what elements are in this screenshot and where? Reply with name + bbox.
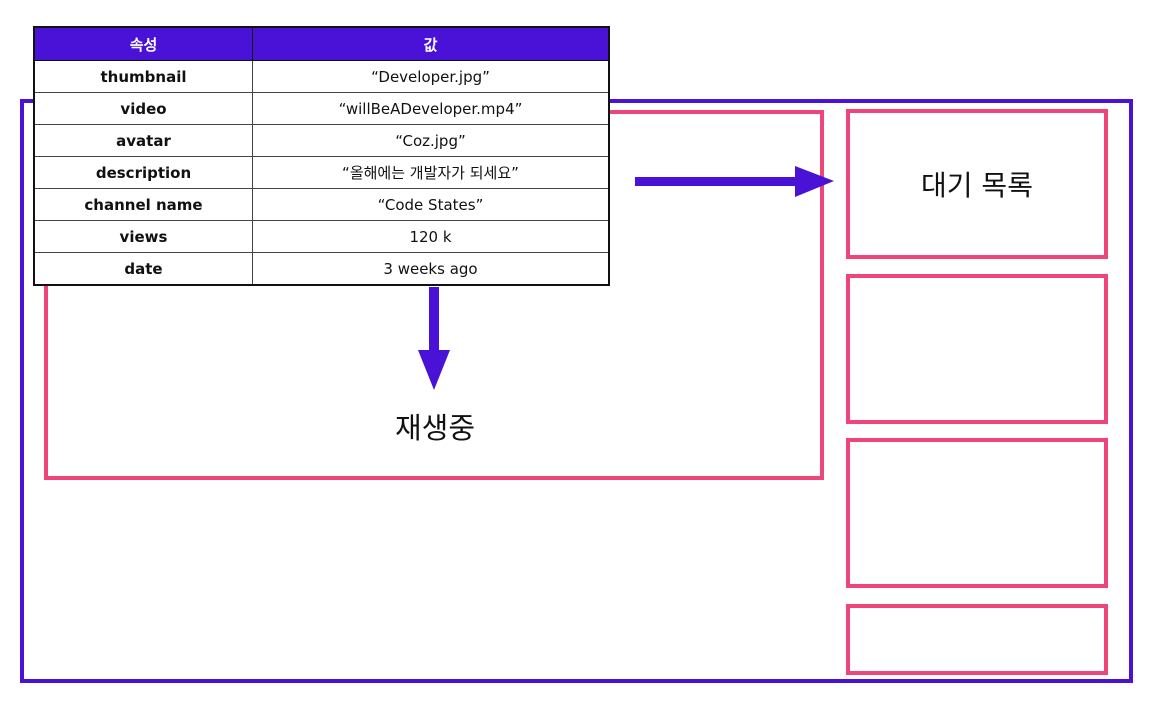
watch-list-label: 대기 목록 — [921, 169, 1033, 202]
table-row: views 120 k — [33, 220, 610, 253]
property-value: “Code States” — [252, 188, 610, 221]
now-playing-label: 재생중 — [394, 411, 476, 445]
property-value: 3 weeks ago — [252, 252, 610, 286]
property-key: avatar — [33, 124, 253, 157]
header-value: 값 — [252, 26, 610, 61]
watch-list-item-4 — [846, 604, 1108, 675]
table-row: avatar “Coz.jpg” — [33, 124, 610, 157]
arrow-right-icon — [635, 166, 834, 197]
property-value: “올해에는 개발자가 되세요” — [252, 156, 610, 189]
property-value: “willBeADeveloper.mp4” — [252, 92, 610, 125]
property-key: views — [33, 220, 253, 253]
arrow-down-icon — [418, 287, 450, 390]
property-value: 120 k — [252, 220, 610, 253]
table-row: description “올해에는 개발자가 되세요” — [33, 156, 610, 189]
table-row: date 3 weeks ago — [33, 252, 610, 286]
property-key: description — [33, 156, 253, 189]
watch-list-item-2 — [846, 274, 1108, 424]
video-properties-table: 속성 값 thumbnail “Developer.jpg” video “wi… — [33, 26, 610, 286]
property-value: “Developer.jpg” — [252, 60, 610, 93]
watch-list-item-3 — [846, 438, 1108, 588]
property-key: video — [33, 92, 253, 125]
property-key: thumbnail — [33, 60, 253, 93]
property-value: “Coz.jpg” — [252, 124, 610, 157]
property-key: date — [33, 252, 253, 286]
table-row: channel name “Code States” — [33, 188, 610, 221]
watch-list-item-1: 대기 목록 — [846, 109, 1108, 259]
table-row: video “willBeADeveloper.mp4” — [33, 92, 610, 125]
property-key: channel name — [33, 188, 253, 221]
table-row: thumbnail “Developer.jpg” — [33, 60, 610, 93]
table-header-row: 속성 값 — [33, 26, 610, 61]
header-property: 속성 — [33, 26, 253, 61]
